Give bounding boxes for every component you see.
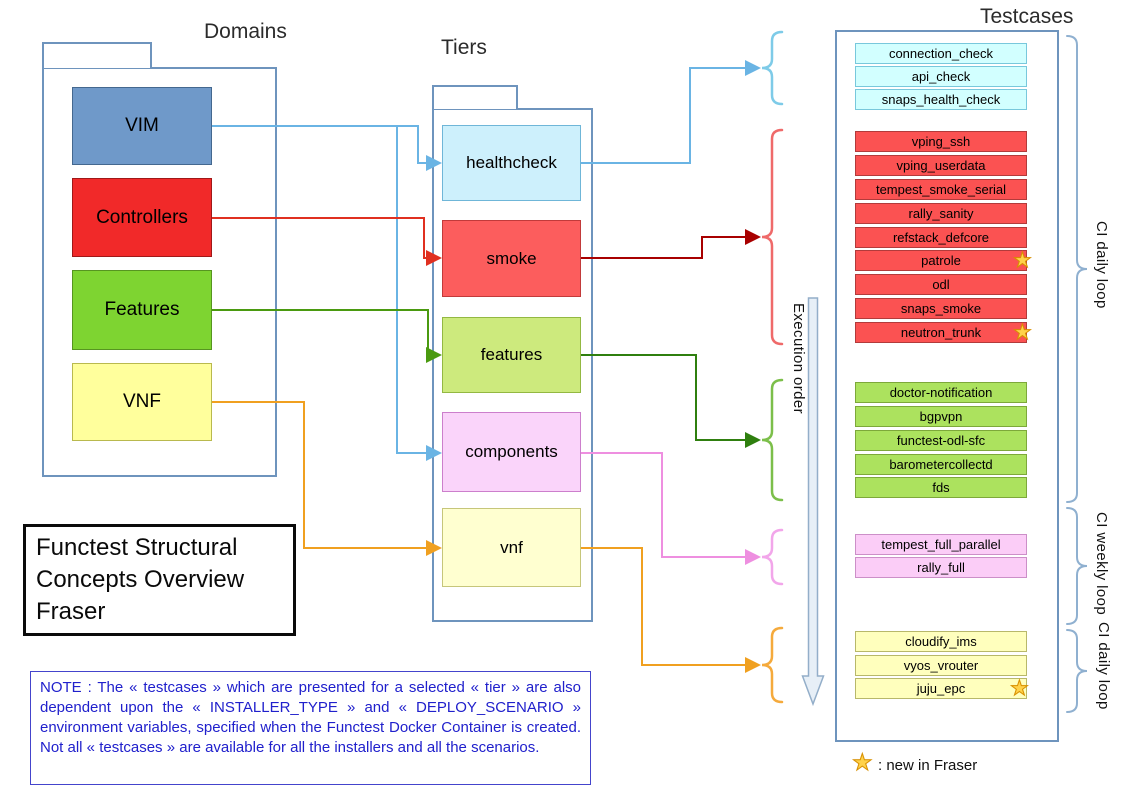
testcase-bgpvpn: bgpvpn	[855, 406, 1027, 427]
new-in-fraser-star-icon: ★	[1010, 677, 1030, 700]
domain-features: Features	[72, 270, 212, 350]
testcases-header: Testcases	[980, 5, 1074, 28]
testcase-patrole: patrole	[855, 250, 1027, 271]
testcase-snaps-health-check: snaps_health_check	[855, 89, 1027, 110]
new-in-fraser-star-icon: ★	[1013, 321, 1033, 344]
testcase-odl: odl	[855, 274, 1027, 295]
execution-order-label: Execution order	[790, 303, 807, 415]
brace-ci-daily-loop-bottom	[1066, 629, 1088, 713]
tiers-header: Tiers	[441, 36, 487, 59]
testcase-tempest-smoke-serial: tempest_smoke_serial	[855, 179, 1027, 200]
tier-features: features	[442, 317, 581, 393]
brace-ci-weekly-loop	[1066, 507, 1088, 625]
testcase-refstack-defcore: refstack_defcore	[855, 227, 1027, 248]
testcase-vyos-vrouter: vyos_vrouter	[855, 655, 1027, 676]
tier-components: components	[442, 412, 581, 492]
testcase-fds: fds	[855, 477, 1027, 498]
testcase-neutron-trunk: neutron_trunk	[855, 322, 1027, 343]
testcase-cloudify-ims: cloudify_ims	[855, 631, 1027, 652]
brace-ci-daily-loop-top	[1066, 35, 1088, 503]
brace-healthcheck-group	[761, 30, 784, 106]
testcase-snaps-smoke: snaps_smoke	[855, 298, 1027, 319]
testcase-rally-full: rally_full	[855, 557, 1027, 578]
arrow-healthcheck-to-group	[581, 60, 761, 164]
testcase-tempest-full-parallel: tempest_full_parallel	[855, 534, 1027, 555]
arrow-components-to-group	[581, 452, 761, 565]
domain-controllers: Controllers	[72, 178, 212, 257]
testcase-vping-userdata: vping_userdata	[855, 155, 1027, 176]
domains-header: Domains	[204, 20, 287, 43]
domain-vnf: VNF	[72, 363, 212, 441]
domain-vim: VIM	[72, 87, 212, 165]
ci-daily-loop-label-bottom: CI daily loop	[1095, 622, 1112, 710]
tiers-container-tab	[432, 85, 518, 109]
brace-components-group	[761, 528, 784, 586]
testcase-connection-check: connection_check	[855, 43, 1027, 64]
testcase-vping-ssh: vping_ssh	[855, 131, 1027, 152]
legend-text: : new in Fraser	[878, 757, 978, 774]
ci-daily-loop-label-top: CI daily loop	[1093, 221, 1110, 309]
tier-healthcheck: healthcheck	[442, 125, 581, 201]
new-in-fraser-star-icon: ★	[1013, 249, 1033, 272]
testcase-barometercollectd: barometercollectd	[855, 454, 1027, 475]
tier-smoke: smoke	[442, 220, 581, 297]
note-box: NOTE : The « testcases » which are prese…	[30, 671, 591, 785]
brace-smoke-group	[761, 128, 784, 346]
arrow-features-to-group	[581, 354, 761, 448]
testcase-juju-epc: juju_epc	[855, 678, 1027, 699]
testcase-doctor-notification: doctor-notification	[855, 382, 1027, 403]
testcase-api-check: api_check	[855, 66, 1027, 87]
tier-vnf: vnf	[442, 508, 581, 587]
brace-vnf-group	[761, 626, 784, 704]
brace-features-group	[761, 378, 784, 502]
testcase-functest-odl-sfc: functest-odl-sfc	[855, 430, 1027, 451]
arrow-vnf-to-group	[581, 547, 761, 673]
domains-container-tab	[42, 42, 152, 68]
ci-weekly-loop-label: CI weekly loop	[1093, 512, 1110, 616]
legend-star-icon: ★	[852, 749, 874, 775]
diagram-title: Functest Structural Concepts Overview Fr…	[23, 524, 296, 636]
arrow-smoke-to-group	[581, 229, 761, 259]
testcase-rally-sanity: rally_sanity	[855, 203, 1027, 224]
